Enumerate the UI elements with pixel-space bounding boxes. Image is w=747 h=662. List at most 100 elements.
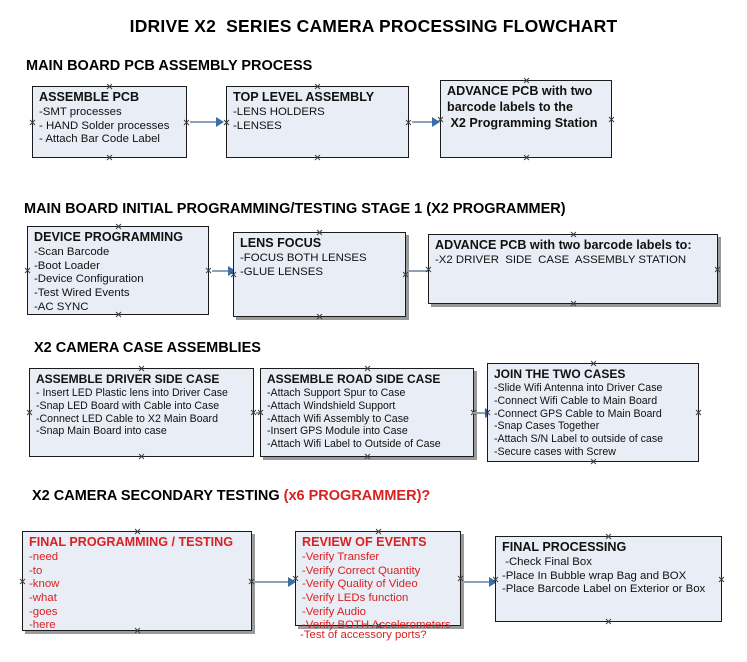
resize-handle-left[interactable] — [484, 409, 491, 416]
resize-handle-top[interactable] — [590, 360, 597, 367]
resize-handle-left[interactable] — [26, 409, 33, 416]
node-line: -Verify Correct Quantity — [302, 564, 421, 577]
resize-handle-bottom[interactable] — [523, 154, 530, 161]
node-advance-pcb-programming-station[interactable]: ADVANCE PCB with two barcode labels to t… — [440, 80, 612, 158]
resize-handle-left[interactable] — [230, 271, 237, 278]
resize-handle-right[interactable] — [205, 267, 212, 274]
node-assemble-driver-side-case[interactable]: ASSEMBLE DRIVER SIDE CASE - Insert LED P… — [29, 368, 254, 457]
node-line: -LENS HOLDERS — [233, 105, 325, 118]
resize-handle-bottom[interactable] — [590, 458, 597, 465]
node-title: LENS FOCUS — [240, 236, 322, 250]
node-line: -Boot Loader — [34, 259, 100, 272]
node-line: -Snap LED Board with Cable into Case — [36, 399, 220, 412]
connector-shaft — [473, 412, 486, 414]
node-title: JOIN THE TWO CASES — [494, 367, 626, 381]
node-line: -what — [29, 591, 57, 604]
resize-handle-top[interactable] — [115, 223, 122, 230]
arrow-head-icon — [432, 116, 440, 127]
node-device-programming[interactable]: DEVICE PROGRAMMING -Scan Barcode -Boot L… — [27, 226, 209, 315]
node-line: -Snap Cases Together — [494, 420, 600, 433]
resize-handle-top[interactable] — [314, 83, 321, 90]
resize-handle-left[interactable] — [223, 119, 230, 126]
node-assemble-pcb[interactable]: ASSEMBLE PCB -SMT processes - HAND Solde… — [32, 86, 187, 158]
resize-handle-top[interactable] — [605, 533, 612, 540]
resize-handle-right[interactable] — [183, 119, 190, 126]
resize-handle-bottom[interactable] — [134, 627, 141, 634]
resize-handle-top[interactable] — [570, 231, 577, 238]
resize-handle-right[interactable] — [405, 119, 412, 126]
page-title: IDRIVE X2 SERIES CAMERA PROCESSING FLOWC… — [129, 16, 618, 36]
connector-shaft — [212, 270, 229, 272]
node-line: -Attach Windshield Support — [267, 399, 396, 412]
resize-handle-left[interactable] — [29, 119, 36, 126]
resize-handle-right[interactable] — [718, 576, 725, 583]
resize-handle-left[interactable] — [257, 409, 264, 416]
arrow-head-icon — [216, 116, 224, 127]
node-title: ASSEMBLE ROAD SIDE CASE — [267, 372, 441, 386]
node-line: - HAND Solder processes — [39, 119, 170, 132]
resize-handle-right[interactable] — [695, 409, 702, 416]
node-review-of-events[interactable]: REVIEW OF EVENTS -Verify Transfer -Verif… — [292, 528, 461, 631]
node-final-programming-testing[interactable]: FINAL PROGRAMMING / TESTING -need -to -k… — [22, 531, 252, 631]
node-line: -Verify Transfer — [302, 550, 380, 563]
node-title: ASSEMBLE PCB — [39, 90, 140, 104]
node-line: -goes — [29, 605, 58, 618]
resize-handle-top[interactable] — [134, 528, 141, 535]
resize-handle-left[interactable] — [19, 578, 26, 585]
node-line: -Attach Wifi Label to Outside of Case — [267, 437, 441, 450]
connector-assemble-pcb-to-top-level[interactable] — [190, 116, 224, 127]
node-assemble-road-side-case[interactable]: ASSEMBLE ROAD SIDE CASE -Attach Support … — [260, 368, 474, 457]
resize-handle-bottom[interactable] — [605, 618, 612, 625]
node-line: -GLUE LENSES — [240, 265, 323, 278]
resize-handle-bottom[interactable] — [375, 622, 382, 629]
resize-handle-top[interactable] — [106, 83, 113, 90]
resize-handle-bottom[interactable] — [316, 313, 323, 320]
resize-handle-bottom[interactable] — [115, 311, 122, 318]
node-line: -Slide Wifi Antenna into Driver Case — [494, 382, 663, 395]
node-title: FINAL PROCESSING — [502, 540, 627, 554]
node-line: -Connect LED Cable to X2 Main Board — [36, 412, 218, 425]
node-final-processing[interactable]: FINAL PROCESSING -Check Final Box -Place… — [495, 536, 722, 622]
connector-shaft — [409, 270, 430, 272]
node-line: -know — [29, 578, 60, 591]
connector-final-programming-to-review-of-events[interactable] — [254, 576, 296, 587]
resize-handle-bottom[interactable] — [364, 453, 371, 460]
node-lens-focus[interactable]: LENS FOCUS -FOCUS BOTH LENSES -GLUE LENS… — [233, 232, 406, 317]
connector-shaft — [254, 581, 289, 583]
resize-handle-left[interactable] — [425, 266, 432, 273]
node-line: -FOCUS BOTH LENSES — [240, 251, 367, 264]
node-line: -Verify Quality of Video — [302, 578, 418, 591]
resize-handle-right[interactable] — [402, 271, 409, 278]
resize-handle-left[interactable] — [24, 267, 31, 274]
resize-handle-right[interactable] — [608, 116, 615, 123]
connector-top-level-to-advance-pcb[interactable] — [412, 116, 440, 127]
node-line: X2 Programming Station — [447, 115, 598, 130]
node-line: -Verify BOTH Accelerometers — [302, 619, 451, 632]
node-title: ASSEMBLE DRIVER SIDE CASE — [36, 372, 220, 386]
node-advance-pcb-driver-side-station[interactable]: ADVANCE PCB with two barcode labels to: … — [428, 234, 718, 304]
section-heading-case-assemblies: X2 CAMERA CASE ASSEMBLIES — [34, 340, 261, 356]
resize-handle-top[interactable] — [138, 365, 145, 372]
resize-handle-bottom[interactable] — [106, 154, 113, 161]
resize-handle-bottom[interactable] — [314, 154, 321, 161]
resize-handle-top[interactable] — [523, 77, 530, 84]
node-top-level-assembly[interactable]: TOP LEVEL ASSEMBLY -LENS HOLDERS -LENSES — [226, 86, 409, 158]
section-heading-accent: (x6 PROGRAMMER)? — [283, 488, 431, 504]
resize-handle-left[interactable] — [292, 575, 299, 582]
resize-handle-right[interactable] — [714, 266, 721, 273]
node-line: -Attach Wifi Assembly to Case — [267, 412, 409, 425]
resize-handle-left[interactable] — [492, 576, 499, 583]
resize-handle-bottom[interactable] — [138, 453, 145, 460]
connector-shaft — [412, 121, 433, 123]
resize-handle-bottom[interactable] — [570, 300, 577, 307]
node-title: REVIEW OF EVENTS — [302, 535, 427, 549]
resize-handle-top[interactable] — [316, 229, 323, 236]
resize-handle-top[interactable] — [375, 528, 382, 535]
node-title: ADVANCE PCB with two — [447, 84, 593, 98]
node-line: - Attach Bar Code Label — [39, 133, 160, 146]
resize-handle-left[interactable] — [437, 116, 444, 123]
node-title: DEVICE PROGRAMMING — [34, 230, 184, 244]
node-join-the-two-cases[interactable]: JOIN THE TWO CASES -Slide Wifi Antenna i… — [487, 363, 699, 462]
resize-handle-top[interactable] — [364, 365, 371, 372]
